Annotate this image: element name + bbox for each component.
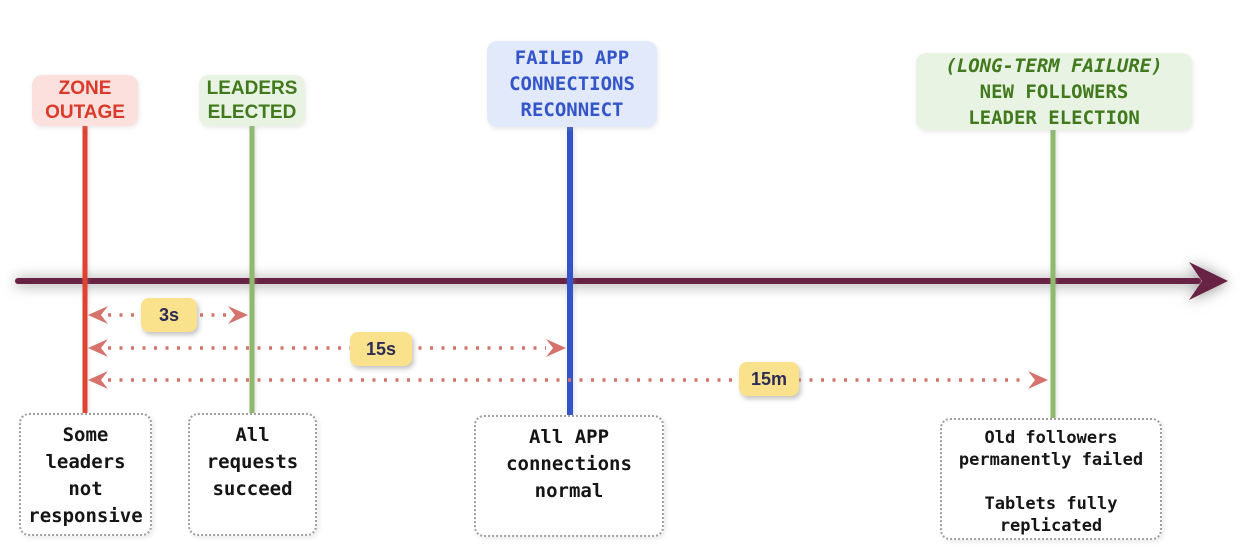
time-axis-arrowhead-icon (1189, 262, 1228, 300)
note-line: All (235, 424, 270, 446)
note-leaders-elected: All requests succeed (188, 413, 317, 536)
event-label-line: ELECTED (207, 101, 297, 123)
event-label-failed-app-connections-reconnect: FAILED APP CONNECTIONS RECONNECT (487, 41, 657, 127)
note-zone-outage: Some leaders not responsive (19, 413, 152, 536)
note-line: Some (62, 424, 109, 446)
event-label-line: LEADERS (206, 77, 298, 99)
arrowhead-left-icon (88, 339, 108, 357)
event-label-line: RECONNECT (520, 99, 624, 121)
duration-arrow-15m (88, 371, 1048, 389)
note-line: permanently failed (958, 450, 1144, 470)
time-axis-arrow (15, 262, 1228, 300)
duration-arrow-3s (88, 306, 248, 324)
event-label-line: ZONE (58, 77, 112, 99)
arrowhead-right-icon (546, 339, 566, 357)
note-line: connections (506, 453, 632, 475)
arrowhead-left-icon (88, 306, 108, 324)
event-label-line: FAILED APP (514, 47, 630, 69)
note-line: requests (206, 451, 299, 473)
event-label-leaders-elected: LEADERS ELECTED (199, 75, 305, 126)
arrowhead-right-icon (1028, 371, 1048, 389)
event-label-line: (LONG-TERM FAILURE) (945, 54, 1163, 77)
note-line: normal (534, 480, 604, 502)
arrowhead-left-icon (88, 371, 108, 389)
event-label-line: CONNECTIONS (509, 73, 635, 95)
duration-badge-3s: 3s (141, 298, 197, 332)
note-line (942, 471, 1160, 493)
event-label-zone-outage: ZONE OUTAGE (32, 75, 138, 126)
note-line: succeed (212, 478, 293, 500)
event-label-long-term-failure: (LONG-TERM FAILURE) NEW FOLLOWERS LEADER… (916, 53, 1192, 130)
note-line: All APP (528, 426, 610, 448)
note-line: responsive (28, 505, 143, 527)
duration-arrow-15s (88, 339, 566, 357)
duration-badge-15m: 15m (739, 362, 799, 396)
duration-badge-15s: 15s (350, 332, 412, 366)
event-label-line: NEW FOLLOWERS (979, 80, 1129, 103)
note-line: not (68, 478, 103, 500)
arrowhead-right-icon (228, 306, 248, 324)
note-line: leaders (45, 451, 126, 473)
note-line: Old followers (984, 428, 1118, 448)
note-app-connections: All APP connections normal (474, 415, 664, 537)
note-line: Tablets fully (984, 494, 1118, 514)
note-long-term-failure: Old followers permanently failed Tablets… (940, 418, 1162, 540)
event-label-line: LEADER ELECTION (968, 106, 1140, 129)
event-label-line: OUTAGE (45, 101, 125, 123)
note-line: replicated (999, 516, 1103, 536)
